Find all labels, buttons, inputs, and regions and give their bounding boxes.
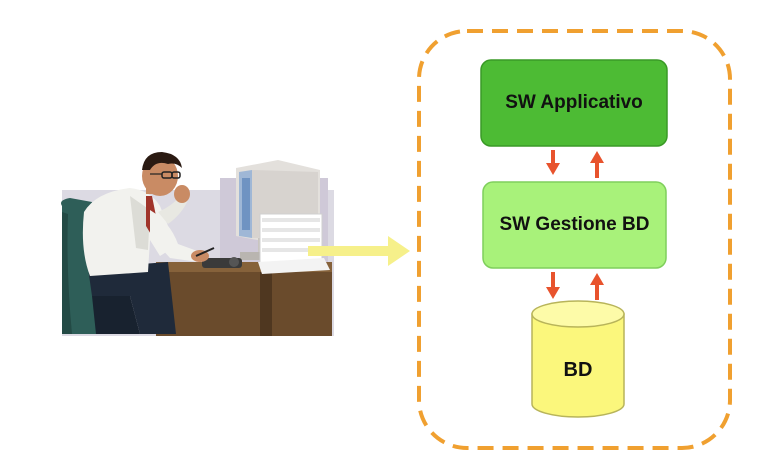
system-boundary <box>417 29 732 450</box>
arrow-app-to-gest <box>546 150 560 175</box>
arrow-gest-to-app <box>590 151 604 178</box>
sw-applicativo-box <box>480 59 668 147</box>
sw-gestione-bd-box <box>482 181 667 269</box>
arrow-bd-to-gest <box>590 273 604 300</box>
arrow-gest-to-bd <box>546 272 560 299</box>
bd-cylinder <box>531 300 625 418</box>
man-at-desk-illustration <box>61 152 334 336</box>
user-to-system-arrow <box>308 236 410 266</box>
